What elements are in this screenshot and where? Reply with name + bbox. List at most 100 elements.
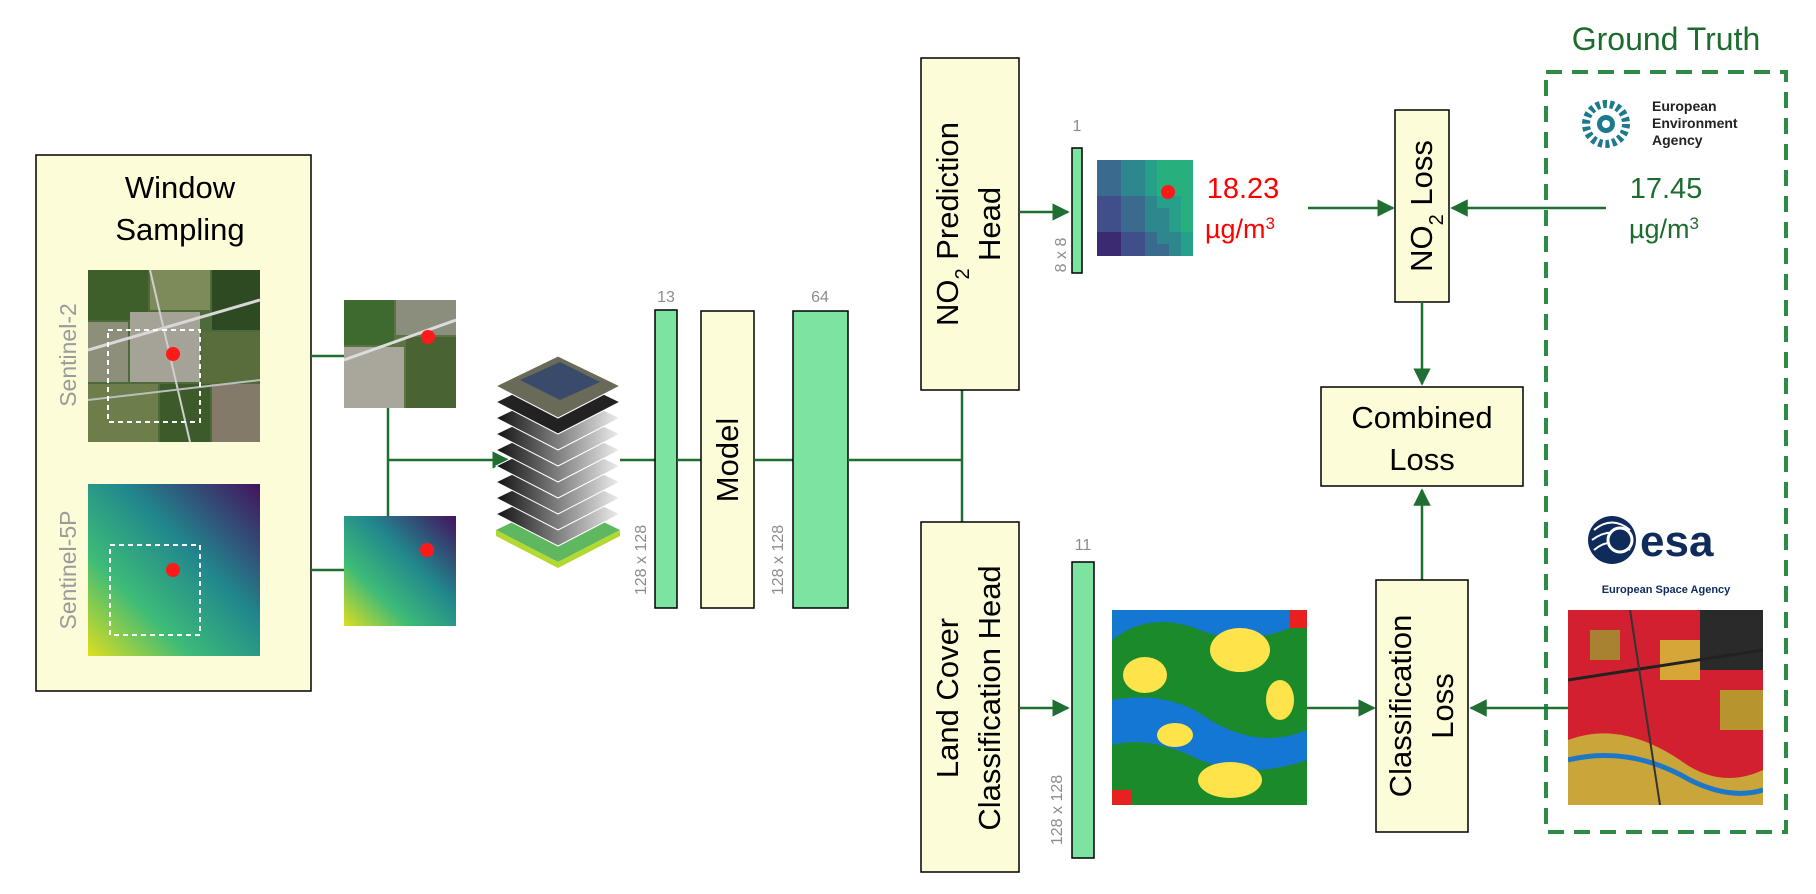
no2-grid-cell [1133, 172, 1145, 184]
no2-grid-cell [1109, 232, 1121, 244]
no2-grid-cell [1169, 232, 1181, 244]
no2-grid-cell [1133, 220, 1145, 232]
no2-grid-cell [1145, 208, 1157, 220]
combined-loss-label-line2: Loss [1389, 442, 1454, 477]
no2-loss-label: NO2 Loss [1404, 140, 1448, 272]
no2-grid-cell [1109, 220, 1121, 232]
no2-grid-cell [1157, 232, 1169, 244]
eea-name-line2: Environment [1652, 115, 1738, 131]
no2-grid-cell [1157, 160, 1169, 172]
feature-tensor [792, 310, 849, 609]
band-stack [494, 355, 622, 568]
classification-loss-label-line2: Loss [1425, 673, 1460, 738]
classification-loss-box [1375, 579, 1469, 833]
sentinel5p-patch [344, 516, 456, 626]
no2-grid-cell [1121, 196, 1133, 208]
sentinel2-sample-point [166, 347, 180, 361]
no2-head-label-line2: Head [972, 187, 1007, 261]
no2-grid-cell [1181, 172, 1193, 184]
no2-grid-cell [1121, 232, 1133, 244]
no2-predicted-unit: µg/m3 [1205, 214, 1275, 245]
landcover-head-label: Land Cover [930, 618, 965, 778]
sentinel5p-patch-point [420, 543, 434, 557]
no2-grid-cell [1181, 244, 1193, 256]
no2-grid-cell [1181, 196, 1193, 208]
sentinel2-image [88, 270, 260, 442]
input-size: 128 x 128 [633, 525, 650, 595]
combined-loss-box [1320, 386, 1524, 487]
no2-grid-cell [1169, 172, 1181, 184]
landcover-output-size: 128 x 128 [1049, 775, 1066, 845]
esa-landcover-image [1568, 610, 1763, 805]
window-sampling-title: Window [125, 170, 236, 205]
no2-grid-cell [1109, 196, 1121, 208]
no2-grid-cell [1157, 244, 1169, 256]
sentinel5p-sample-point [166, 563, 180, 577]
no2-grid-cell [1181, 184, 1193, 196]
no2-grid-cell [1097, 184, 1109, 196]
no2-grid-cell [1121, 172, 1133, 184]
no2-grid-cell [1145, 160, 1157, 172]
no2-grid-cell [1157, 220, 1169, 232]
model-label: Model [710, 418, 745, 502]
landcover-output-tensor [1071, 561, 1095, 859]
esa-logo-icon [1588, 516, 1636, 564]
sentinel2-patch [344, 300, 456, 408]
feature-size: 128 x 128 [770, 525, 787, 595]
input-channels: 13 [657, 289, 675, 306]
combined-loss-label: Combined [1351, 400, 1492, 435]
eea-logo-icon [1582, 100, 1630, 148]
landcover-head-label-line2: Classification Head [972, 565, 1007, 830]
no2-grid-cell [1097, 232, 1109, 244]
no2-grid-cell [1133, 208, 1145, 220]
no2-grid-cell [1097, 160, 1109, 172]
no2-grid-cell [1109, 244, 1121, 256]
sentinel5p-label: Sentinel-5P [55, 511, 81, 630]
no2-grid-cell [1145, 244, 1157, 256]
no2-grid-cell [1097, 172, 1109, 184]
gt-measured-value: 17.45 [1630, 173, 1703, 205]
no2-grid-cell [1169, 208, 1181, 220]
esa-caption: European Space Agency [1602, 584, 1731, 596]
no2-grid-cell [1109, 208, 1121, 220]
no2-loss-box [1394, 109, 1450, 303]
eea-name-line1: European [1652, 98, 1717, 114]
no2-prediction-map [1097, 160, 1193, 256]
no2-grid-cell [1145, 220, 1157, 232]
no2-output-vector [1071, 147, 1083, 274]
no2-predicted-value: 18.23 [1207, 173, 1280, 205]
window-sampling-title-line2: Sampling [115, 212, 244, 247]
no2-grid-cell [1097, 220, 1109, 232]
model-box [700, 310, 755, 609]
landcover-output-channels: 11 [1075, 537, 1092, 554]
no2-grid-cell [1181, 208, 1193, 220]
no2-grid-cell [1145, 172, 1157, 184]
eea-name-line3: Agency [1652, 132, 1703, 148]
no2-grid-cell [1121, 220, 1133, 232]
no2-grid-cell [1109, 172, 1121, 184]
no2-grid-cell [1169, 220, 1181, 232]
no2-grid-cell [1121, 244, 1133, 256]
ground-truth-panel [1544, 70, 1788, 834]
no2-grid-cell [1157, 172, 1169, 184]
feature-channels: 64 [811, 289, 829, 306]
no2-grid-cell [1181, 160, 1193, 172]
sentinel2-label: Sentinel-2 [55, 303, 81, 407]
no2-grid-cell [1121, 184, 1133, 196]
no2-grid-cell [1097, 208, 1109, 220]
no2-grid-cell [1181, 232, 1193, 244]
esa-logo-text: esa [1640, 517, 1714, 566]
no2-grid-cell [1097, 244, 1109, 256]
gt-measured-unit: µg/m3 [1629, 214, 1699, 245]
no2-grid-cell [1109, 160, 1121, 172]
no2-output-channels: 1 [1073, 118, 1082, 135]
no2-grid-cell [1181, 220, 1193, 232]
no2-grid-cell [1169, 196, 1181, 208]
no2-grid-cell [1157, 196, 1169, 208]
no2-grid-cell [1133, 232, 1145, 244]
classification-loss-label: Classification [1383, 615, 1418, 798]
no2-output-size: 8 x 8 [1053, 238, 1070, 273]
no2-prediction-head [920, 57, 1020, 391]
no2-grid-cell [1121, 208, 1133, 220]
